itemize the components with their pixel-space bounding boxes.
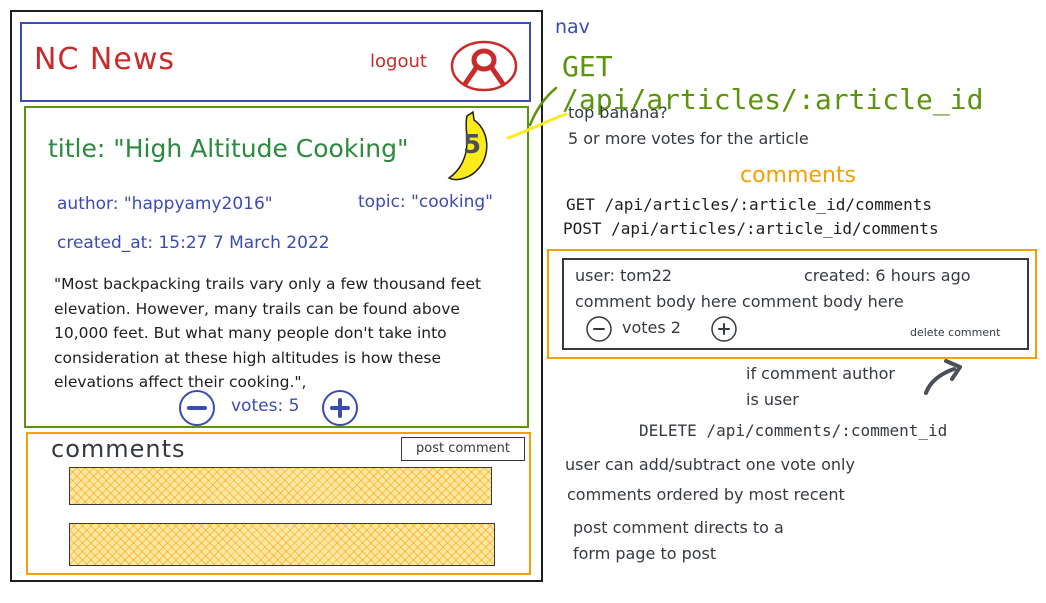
comments-note-heading: comments xyxy=(740,163,856,188)
comment-votes: votes 2 xyxy=(622,318,681,337)
article-votes: votes: 5 xyxy=(231,396,300,416)
user-avatar-icon[interactable] xyxy=(450,40,518,92)
delete-comment-endpoint: DELETE /api/comments/:comment_id xyxy=(639,421,948,440)
plus-circle-icon xyxy=(711,316,737,342)
comment-body: comment body here comment body here xyxy=(575,292,904,311)
article-topic[interactable]: topic: "cooking" xyxy=(358,192,493,212)
post-rule-note: form page to post xyxy=(573,544,717,563)
article-title: title: "High Altitude Cooking" xyxy=(48,134,409,163)
post-comments-endpoint: POST /api/articles/:article_id/comments xyxy=(563,219,939,238)
post-comment-button[interactable]: post comment xyxy=(401,437,525,461)
banana-icon xyxy=(447,110,488,181)
annotation-connector xyxy=(506,86,568,140)
nav-bar xyxy=(20,22,531,102)
delete-comment-button[interactable]: delete comment xyxy=(910,326,1001,339)
phone-frame xyxy=(10,10,543,582)
order-rule-note: comments ordered by most recent xyxy=(567,485,845,504)
curved-arrow-icon xyxy=(924,359,962,395)
post-rule-note: post comment directs to a xyxy=(573,518,784,537)
top-banana-badge: 5 xyxy=(443,108,509,190)
article-card xyxy=(24,106,529,428)
plus-circle-icon xyxy=(322,390,358,426)
get-article-endpoint: GET /api/articles/:article_id xyxy=(562,50,984,116)
if-author-note: if comment author xyxy=(746,364,895,383)
top-banana-votes: 5 xyxy=(463,130,482,160)
vote-rule-note: user can add/subtract one vote only xyxy=(565,455,855,474)
nav-note: nav xyxy=(555,16,590,38)
minus-circle-icon xyxy=(586,316,612,342)
comment-user: user: tom22 xyxy=(575,266,673,285)
banana-rule-note: 5 or more votes for the article xyxy=(568,129,809,148)
comment-created: created: 6 hours ago xyxy=(804,266,971,285)
comment-placeholder xyxy=(69,523,495,566)
comments-heading: comments xyxy=(51,435,186,463)
comment-placeholder xyxy=(69,467,492,505)
comment-card-frame xyxy=(547,249,1037,359)
if-author-note: is user xyxy=(746,390,799,409)
article-body: "Most backpacking trails vary only a few… xyxy=(54,275,482,391)
comment-upvote-button[interactable] xyxy=(710,315,738,343)
banana-question-note: top banana? xyxy=(568,103,668,122)
article-author: author: "happyamy2016" xyxy=(57,194,273,214)
upvote-button[interactable] xyxy=(320,389,360,427)
get-comments-endpoint: GET /api/articles/:article_id/comments xyxy=(566,195,933,214)
minus-circle-icon xyxy=(179,390,215,426)
comment-card xyxy=(562,258,1029,350)
app-title[interactable]: NC News xyxy=(34,42,175,77)
downvote-button[interactable] xyxy=(178,389,216,427)
article-created-at: created_at: 15:27 7 March 2022 xyxy=(57,233,330,253)
comment-downvote-button[interactable] xyxy=(585,315,613,343)
comments-section xyxy=(26,432,531,575)
logout-button[interactable]: logout xyxy=(370,51,427,72)
